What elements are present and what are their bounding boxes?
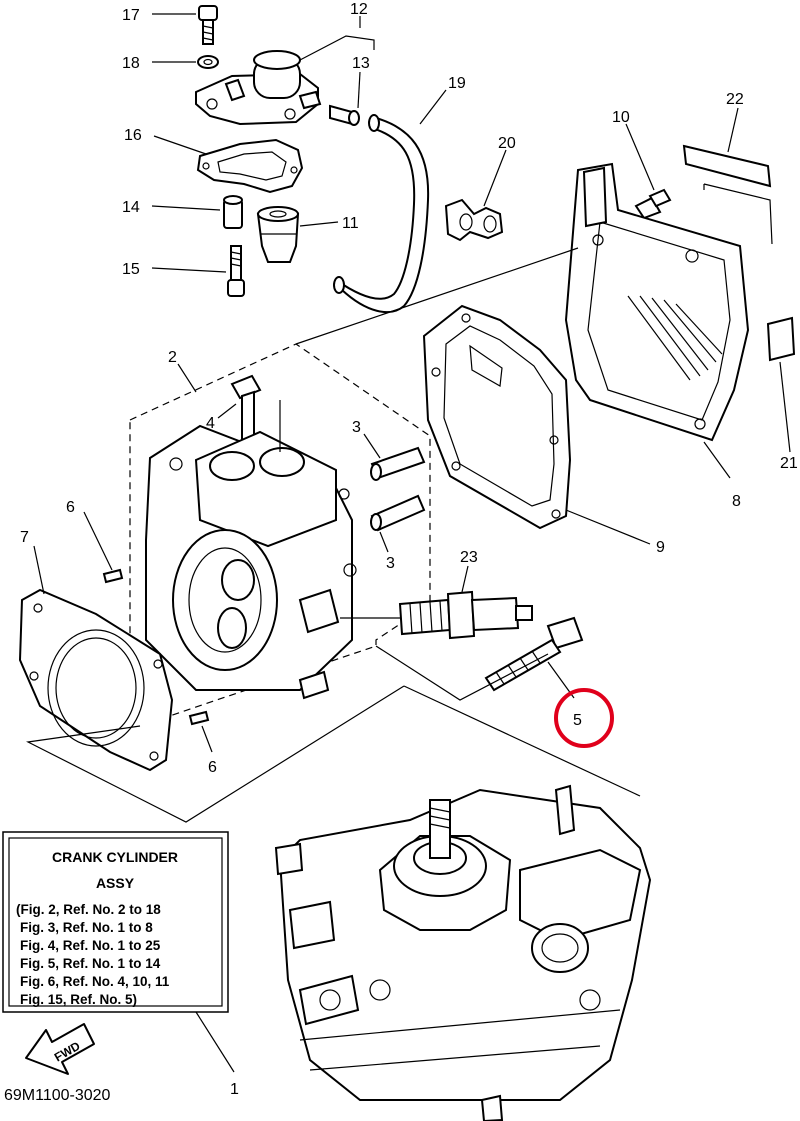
callout-6-lower: 6 [208, 759, 217, 776]
info-box-ref-2: Fig. 4, Ref. No. 1 to 25 [20, 938, 161, 953]
callout-12: 12 [350, 1, 368, 18]
callout-16: 16 [124, 127, 142, 144]
callout-3-lower: 3 [386, 555, 395, 572]
part-9-gasket[interactable] [422, 304, 572, 530]
part-5-bolt[interactable] [484, 616, 584, 692]
part-16-gasket[interactable] [196, 138, 304, 194]
part-6-dowel-lower[interactable] [188, 710, 210, 726]
callout-5: 5 [573, 712, 582, 729]
callout-18: 18 [122, 55, 140, 72]
part-7-head-gasket[interactable] [18, 588, 174, 772]
callout-7: 7 [20, 529, 29, 546]
callout-19: 19 [448, 75, 466, 92]
info-box-ref-1: Fig. 3, Ref. No. 1 to 8 [20, 920, 153, 935]
part-20-clip[interactable] [444, 198, 504, 242]
part-22-decal[interactable] [682, 144, 773, 245]
part-23-spark-plug[interactable] [398, 590, 533, 640]
part-3-pin-upper[interactable] [370, 446, 426, 481]
part-13-bolt[interactable] [329, 104, 360, 126]
callout-11: 11 [342, 215, 359, 232]
callout-21: 21 [780, 455, 798, 472]
part-10-bolt[interactable] [634, 188, 672, 220]
info-box: CRANK CYLINDER ASSY (Fig. 2, Ref. No. 2 … [2, 831, 229, 1013]
callout-1: 1 [230, 1081, 239, 1098]
part-15-bolt[interactable] [227, 245, 245, 297]
callout-6-upper: 6 [66, 499, 75, 516]
part-21-decal[interactable] [766, 316, 796, 362]
callout-10: 10 [612, 109, 630, 126]
part-8-exhaust-cover[interactable] [564, 162, 750, 442]
callout-22: 22 [726, 91, 744, 108]
part-1-crank-cylinder-assy[interactable] [274, 784, 652, 1121]
callout-8: 8 [732, 493, 741, 510]
callout-3-upper: 3 [352, 419, 361, 436]
callout-14: 14 [122, 199, 140, 216]
info-box-title-1: CRANK CYLINDER [52, 849, 178, 865]
part-18-washer[interactable] [197, 55, 219, 69]
info-box-ref-3: Fig. 5, Ref. No. 1 to 14 [20, 956, 161, 971]
part-17-bolt[interactable] [198, 5, 218, 45]
info-box-ref-5: Fig. 15, Ref. No. 5) [20, 992, 137, 1007]
part-3-pin-lower[interactable] [370, 494, 426, 532]
callout-17: 17 [122, 7, 140, 24]
callout-9: 9 [656, 539, 665, 556]
diagram-code: 69M1100-3020 [4, 1087, 111, 1104]
callout-23: 23 [460, 549, 478, 566]
info-box-title-2: ASSY [96, 875, 135, 891]
fwd-arrow-icon: FWD [25, 1023, 95, 1075]
info-box-ref-0: (Fig. 2, Ref. No. 2 to 18 [16, 902, 161, 917]
callout-4: 4 [206, 415, 215, 432]
part-19-hose[interactable] [333, 114, 430, 314]
callout-2: 2 [168, 349, 177, 366]
part-6-dowel-upper[interactable] [102, 568, 124, 584]
callout-20: 20 [498, 135, 516, 152]
group-2-outline [129, 343, 431, 727]
info-box-ref-4: Fig. 6, Ref. No. 4, 10, 11 [20, 974, 170, 989]
callout-15: 15 [122, 261, 140, 278]
part-14-collar[interactable] [223, 195, 243, 229]
callout-13: 13 [352, 55, 370, 72]
part-12-thermostat-cover[interactable] [195, 50, 322, 126]
part-2-cylinder-head[interactable] [145, 400, 357, 700]
highlight-circle-5 [554, 688, 614, 748]
part-11-thermostat[interactable] [256, 206, 300, 263]
